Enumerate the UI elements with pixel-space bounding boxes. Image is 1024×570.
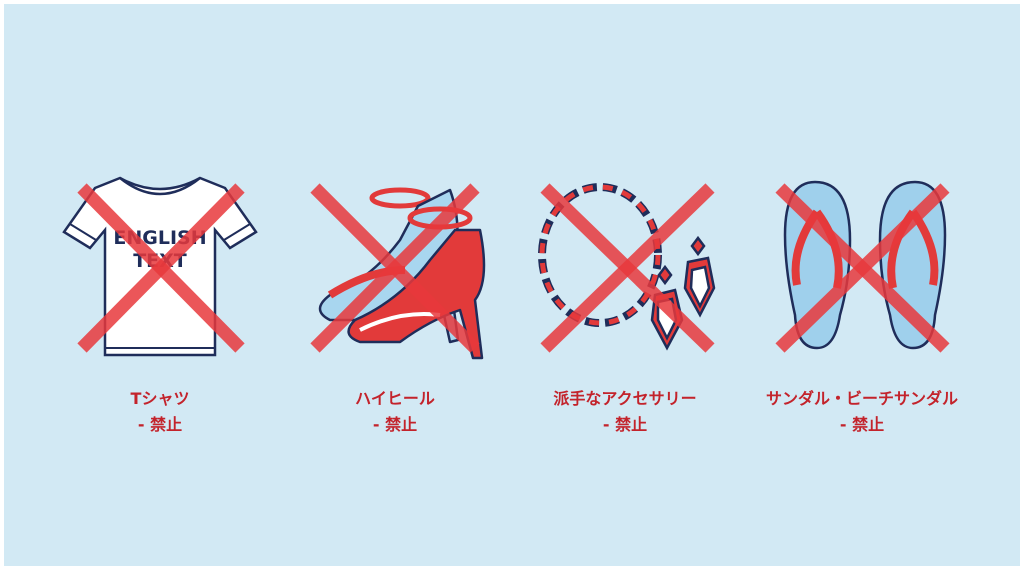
item-status: - 禁止 <box>137 415 183 434</box>
flashy-accessories-prohibited-icon <box>538 183 716 353</box>
high-heels-prohibited-icon <box>310 183 486 360</box>
tshirt-prohibited-icon: ENGLISH TEXT <box>62 176 258 357</box>
item-name: サンダル・ビーチサンダル <box>765 389 958 408</box>
item-status: - 禁止 <box>839 415 885 434</box>
item-name: ハイヒール <box>355 389 435 408</box>
cross-mark-icon <box>77 183 245 353</box>
label-sandals: サンダル・ビーチサンダル - 禁止 <box>732 386 992 438</box>
item-status: - 禁止 <box>372 415 418 434</box>
cross-mark-icon <box>540 183 715 353</box>
label-accessories: 派手なアクセサリー - 禁止 <box>495 386 755 438</box>
sandals-prohibited-icon <box>775 180 950 353</box>
label-tshirt: Tシャツ - 禁止 <box>30 386 290 438</box>
label-high-heels: ハイヒール - 禁止 <box>265 386 525 438</box>
item-name: Tシャツ <box>130 389 190 408</box>
cross-mark-icon <box>310 183 480 353</box>
item-status: - 禁止 <box>602 415 648 434</box>
item-name: 派手なアクセサリー <box>553 389 697 408</box>
cross-mark-icon <box>775 183 950 353</box>
